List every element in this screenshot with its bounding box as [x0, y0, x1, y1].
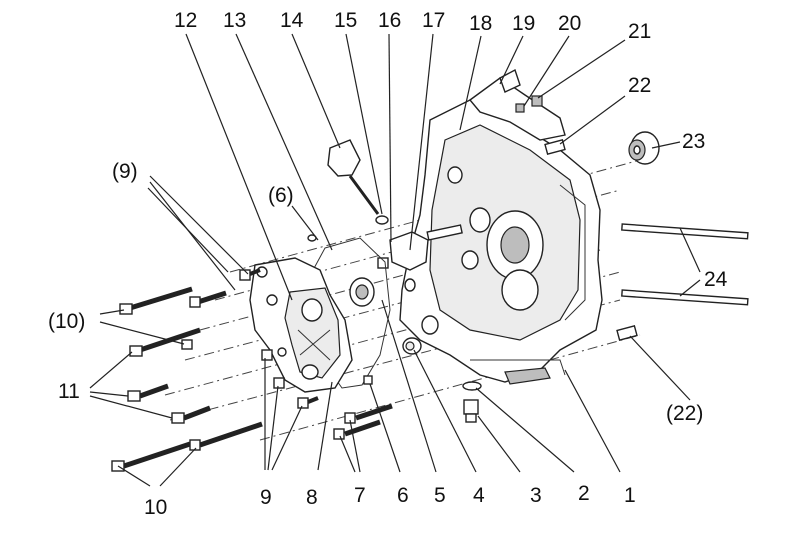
label-15: 15 [334, 9, 357, 32]
label-10: 10 [144, 496, 167, 519]
bracket-assembly [468, 68, 566, 141]
label-7: 7 [354, 484, 366, 507]
label-22-ref: (22) [666, 402, 703, 425]
bolt-1 [189, 290, 227, 308]
label-3: 3 [530, 484, 542, 507]
bolt-4 [171, 405, 211, 424]
studs [621, 223, 749, 306]
side-cover [249, 257, 353, 393]
label-8: 8 [306, 486, 318, 509]
bearing [628, 131, 660, 165]
crankcase-half [399, 99, 603, 385]
label-19: 19 [512, 12, 535, 35]
bolt-7 [333, 419, 381, 440]
bolt-3 [127, 383, 169, 402]
label-9: 9 [260, 486, 272, 509]
bolt-9a [239, 268, 261, 281]
oil-seal [402, 337, 422, 355]
label-16: 16 [378, 9, 401, 32]
label-24: 24 [704, 268, 728, 291]
dowel-pin-lower [616, 324, 638, 342]
label-21: 21 [628, 20, 651, 43]
label-6: 6 [397, 484, 409, 507]
dipstick [327, 139, 389, 225]
label-23: 23 [682, 130, 705, 153]
label-1: 1 [624, 484, 636, 507]
label-2: 2 [578, 482, 590, 505]
label-6-ref: (6) [268, 184, 294, 207]
label-11: 11 [58, 380, 80, 403]
bolt-8 [344, 403, 393, 424]
sensor-parts [377, 224, 463, 292]
label-4: 4 [473, 484, 485, 507]
label-5: 5 [434, 484, 446, 507]
label-20: 20 [558, 12, 581, 35]
label-10-ref: (10) [48, 310, 85, 333]
label-14: 14 [280, 9, 304, 32]
bolt-long-1 [119, 286, 193, 315]
bolt-9d [297, 396, 319, 409]
bolt-9c [273, 377, 285, 389]
callout-labels: 12 13 14 15 16 17 18 19 20 21 22 23 (9) … [48, 9, 728, 519]
bolt-6 [189, 421, 263, 451]
label-17: 17 [422, 9, 445, 32]
leader-lines [89, 33, 701, 487]
label-9-ref: (9) [112, 160, 138, 183]
label-13: 13 [223, 9, 246, 32]
label-12: 12 [174, 9, 197, 32]
label-18: 18 [469, 12, 492, 35]
bolt-9b [261, 349, 273, 361]
bolt-10-short [181, 339, 193, 350]
gasket [311, 237, 391, 389]
label-22: 22 [628, 74, 651, 97]
